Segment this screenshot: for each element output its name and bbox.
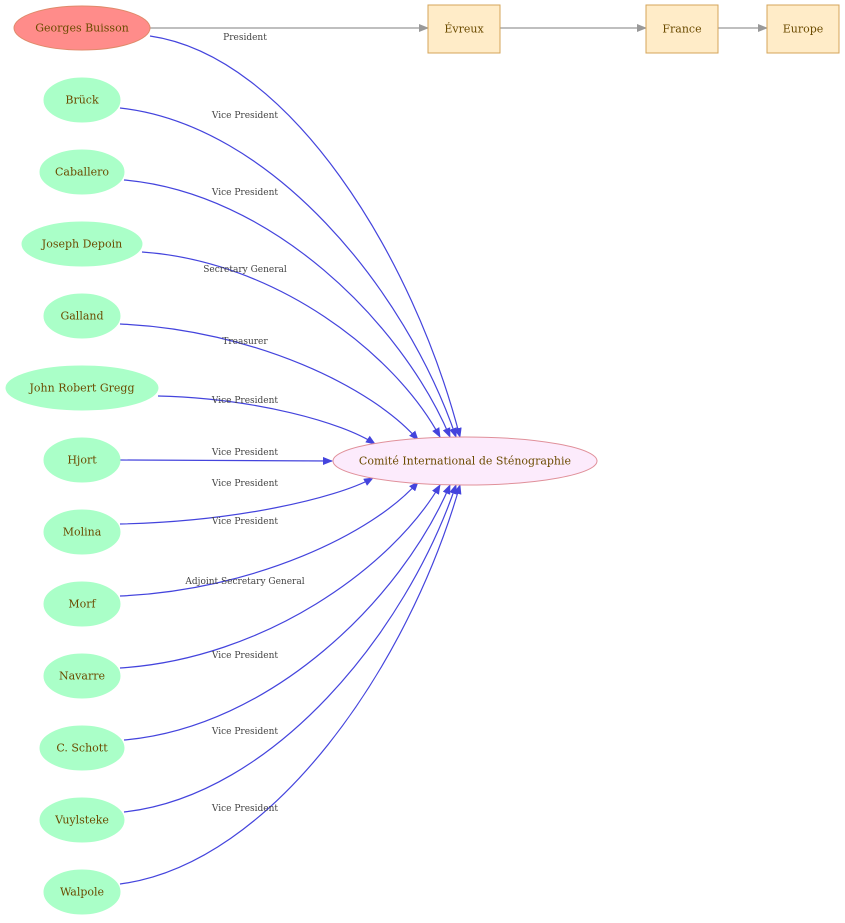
edge-label-galland: Treasurer — [222, 337, 268, 347]
edge-label-joseph-depoin: Secretary General — [203, 265, 287, 275]
place-node-shape — [645, 4, 719, 54]
place-node-label: France — [662, 23, 701, 36]
edge-label-vuylsteke: Vice President — [211, 727, 279, 737]
place-node-evreux[interactable]: Évreux — [427, 4, 501, 54]
person-node-shape — [39, 797, 125, 843]
person-node-navarre[interactable]: Navarre — [43, 653, 121, 699]
person-node-label: Brück — [65, 94, 99, 107]
place-node-label: Europe — [783, 23, 824, 36]
edge-john-robert-gregg-role — [157, 395, 376, 445]
person-node-joseph-depoin[interactable]: Joseph Depoin — [21, 221, 143, 267]
edge-label-morf: Vice President — [211, 517, 279, 527]
edge-bruck-role — [119, 107, 457, 438]
edge-hjort-role — [119, 456, 333, 465]
person-node-shape — [43, 293, 121, 339]
edges-layer — [119, 24, 768, 885]
place-node-label: Évreux — [444, 22, 484, 36]
edge-navarre-role — [119, 484, 441, 669]
person-node-label: Joseph Depoin — [41, 238, 122, 251]
edge-label-molina: Vice President — [211, 479, 279, 489]
edge-molina-role — [119, 477, 374, 525]
person-node-shape — [43, 77, 121, 123]
person-node-label: Navarre — [59, 670, 105, 683]
person-node-label: Hjort — [67, 454, 97, 467]
edge-label-walpole: Vice President — [211, 804, 279, 814]
person-node-label: C. Schott — [56, 742, 108, 755]
person-node-shape — [43, 509, 121, 555]
person-node-georges-buisson[interactable]: Georges Buisson — [13, 5, 151, 51]
edge-caballero-role — [123, 179, 451, 438]
person-node-shape — [13, 5, 151, 51]
person-node-vuylsteke[interactable]: Vuylsteke — [39, 797, 125, 843]
edge-label-navarre: Adjoint Secretary General — [184, 577, 304, 587]
place-node-shape — [427, 4, 501, 54]
edge-label-hjort: Vice President — [211, 448, 279, 458]
person-node-shape — [39, 149, 125, 195]
person-node-shape — [43, 581, 121, 627]
person-node-label: Walpole — [60, 886, 104, 899]
person-node-bruck[interactable]: Brück — [43, 77, 121, 123]
edge-walpole-role — [119, 484, 462, 885]
edge-label-bruck: Vice President — [211, 111, 279, 121]
person-node-label: Vuylsteke — [54, 814, 109, 827]
person-node-label: Caballero — [55, 166, 109, 179]
edge-label-georges-buisson: President — [223, 33, 267, 43]
person-node-hjort[interactable]: Hjort — [43, 437, 121, 483]
organization-node[interactable]: Comité International de Sténographie — [332, 436, 598, 486]
person-node-galland[interactable]: Galland — [43, 293, 121, 339]
person-node-label: Georges Buisson — [35, 22, 129, 35]
organization-node-shape — [332, 436, 598, 486]
person-node-label: John Robert Gregg — [29, 382, 135, 395]
person-node-john-robert-gregg[interactable]: John Robert Gregg — [5, 365, 159, 411]
person-node-label: Molina — [63, 526, 102, 539]
person-node-shape — [43, 869, 121, 915]
person-node-label: Morf — [68, 598, 96, 611]
edge-label-caballero: Vice President — [211, 188, 279, 198]
person-node-molina[interactable]: Molina — [43, 509, 121, 555]
edge-joseph-depoin-role — [141, 251, 441, 438]
place-node-europe[interactable]: Europe — [766, 4, 840, 54]
person-node-walpole[interactable]: Walpole — [43, 869, 121, 915]
person-node-c-schott[interactable]: C. Schott — [39, 725, 125, 771]
person-node-caballero[interactable]: Caballero — [39, 149, 125, 195]
person-node-shape — [43, 437, 121, 483]
edge-georges-buisson-role — [149, 35, 462, 438]
person-node-label: Galland — [60, 310, 103, 323]
person-node-shape — [43, 653, 121, 699]
person-node-morf[interactable]: Morf — [43, 581, 121, 627]
edge-label-john-robert-gregg: Vice President — [211, 396, 279, 406]
place-node-shape — [766, 4, 840, 54]
person-node-shape — [5, 365, 159, 411]
person-node-shape — [21, 221, 143, 267]
place-node-france[interactable]: France — [645, 4, 719, 54]
organization-node-label: Comité International de Sténographie — [359, 455, 571, 468]
edge-galland-role — [119, 323, 419, 441]
edge-vuylsteke-role — [123, 484, 457, 813]
edge-c-schott-role — [123, 484, 451, 741]
edge-morf-role — [119, 481, 419, 597]
edge-label-c-schott: Vice President — [211, 651, 279, 661]
person-node-shape — [39, 725, 125, 771]
